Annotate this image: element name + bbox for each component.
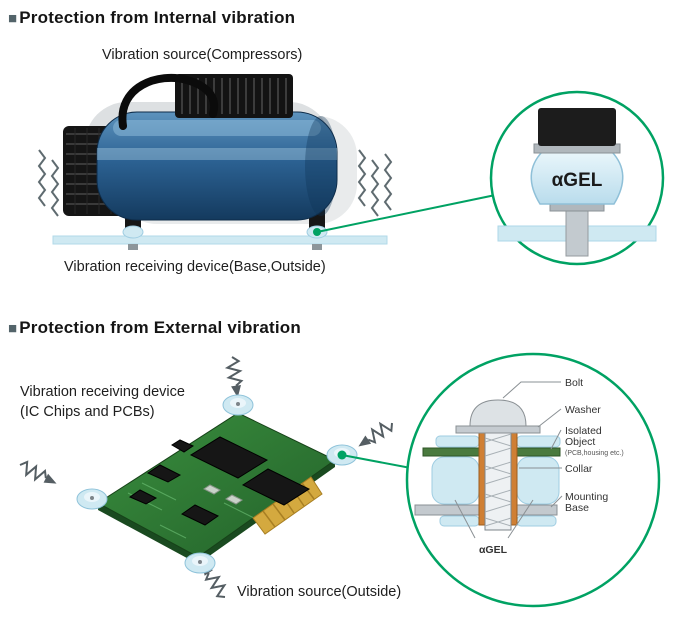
section-internal-title: Protection from Internal vibration — [19, 8, 296, 27]
isolated-object — [516, 447, 561, 457]
callout-labels: Bolt Washer Isolated Object (PCB,housing… — [479, 377, 624, 556]
external-receiver-label: Vibration receiving device (IC Chips and… — [20, 383, 185, 422]
section-external-header: ■ Protection from External vibration — [8, 318, 301, 338]
isolated-object-note: (PCB,housing etc.) — [565, 450, 624, 457]
bolt-label: Bolt — [565, 377, 583, 389]
internal-callout: αGEL — [489, 90, 665, 266]
section-external-title: Protection from External vibration — [19, 318, 301, 337]
washer-label: Washer — [565, 404, 601, 416]
pcb-chips — [128, 436, 311, 526]
mounting-base-label: Base — [565, 502, 589, 514]
mounting-base-label: Mounting — [565, 491, 608, 503]
leader-lines — [454, 381, 563, 539]
bolt-shaft — [484, 432, 512, 531]
gel-mount-cross-section: αGEL — [497, 108, 657, 257]
isolated-object-label: Object — [565, 436, 595, 448]
external-source-label: Vibration source(Outside) — [237, 584, 402, 600]
gel-pieces — [431, 435, 561, 527]
collar — [478, 432, 486, 526]
internal-source-label: Vibration source(Compressors) — [102, 47, 303, 63]
external-callout: Bolt Washer Isolated Object (PCB,housing… — [405, 352, 661, 608]
isolated-object-label: Isolated — [565, 425, 602, 437]
compressor-pipe — [118, 73, 219, 130]
collar-label: Collar — [565, 463, 593, 475]
gel-mount — [76, 394, 358, 574]
mounting-base — [414, 504, 480, 516]
gel-label: αGEL — [552, 170, 603, 191]
pcb-edge — [98, 460, 335, 564]
external-receiver-label-line2: (IC Chips and PCBs) — [20, 403, 155, 420]
gel-label: αGEL — [479, 544, 508, 556]
compressor-tank — [96, 111, 338, 221]
bolt-head — [469, 399, 527, 427]
mount-cross-section — [414, 399, 561, 531]
internal-receiver-label: Vibration receiving device(Base,Outside) — [64, 259, 326, 275]
external-receiver-label-line1: Vibration receiving device — [20, 384, 185, 400]
section-internal-header: ■ Protection from Internal vibration — [8, 8, 295, 28]
washer — [455, 425, 541, 434]
isolated-object — [422, 447, 480, 457]
compressor-illustration — [38, 73, 392, 250]
section-bullet-icon: ■ — [8, 9, 18, 27]
section-bullet-icon: ■ — [8, 319, 18, 337]
pcb-illustration — [16, 355, 397, 602]
base-bar — [52, 235, 388, 250]
collar — [510, 432, 518, 526]
